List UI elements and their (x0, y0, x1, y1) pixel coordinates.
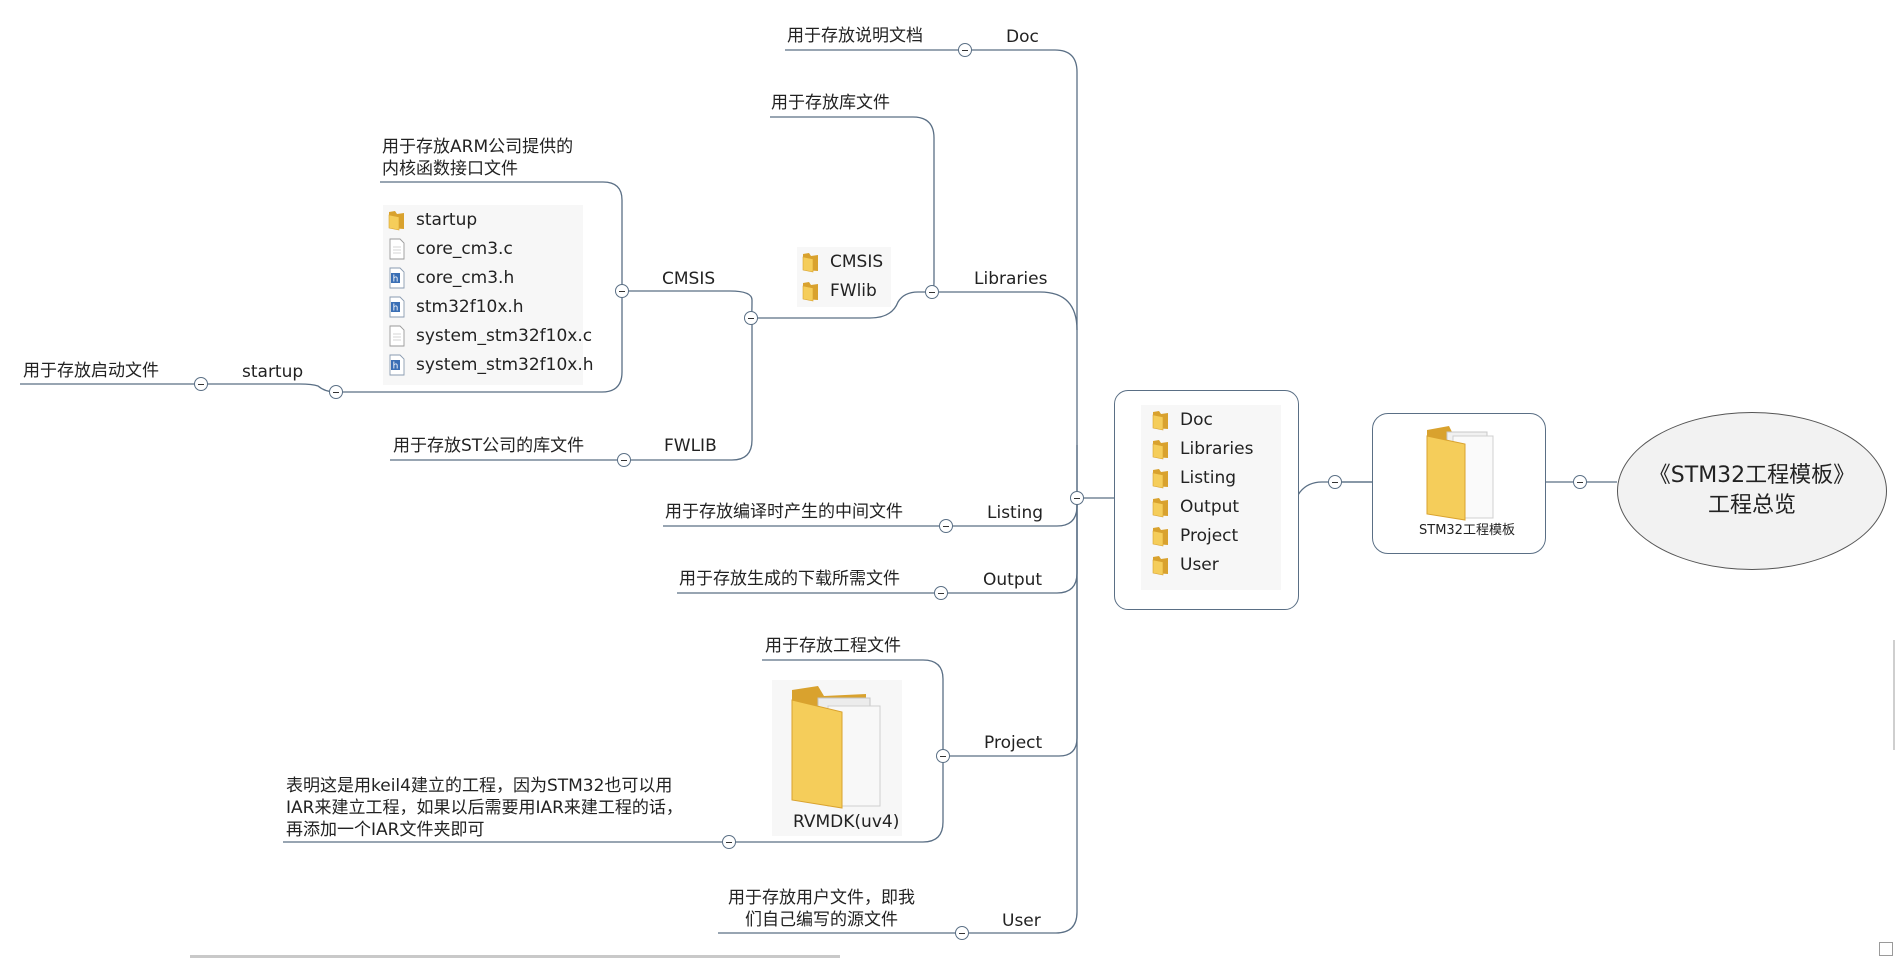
cmsis-file-item[interactable]: h system_stm32f10x.h (387, 350, 594, 379)
top-folder-item-label: Project (1180, 525, 1239, 546)
branch-label-cmsis: CMSIS (662, 269, 716, 289)
horizontal-scrollbar[interactable] (190, 955, 840, 958)
collapse-button-output[interactable] (934, 586, 948, 600)
cmsis-file-item[interactable]: h stm32f10x.h (387, 292, 583, 321)
collapse-button-root[interactable] (1573, 475, 1587, 489)
top-folder-item-label: Listing (1180, 467, 1237, 488)
folder-icon (784, 682, 894, 810)
branch-desc-listing: 用于存放编译时产生的中间文件 (665, 502, 903, 522)
branch-label-startup: startup (242, 362, 304, 382)
branch-label-output: Output (983, 570, 1043, 590)
branch-desc-doc: 用于存放说明文档 (787, 26, 923, 46)
cmsis-file-item-label: core_cm3.c (416, 238, 513, 259)
cmsis-file-item-label: system_stm32f10x.c (416, 325, 593, 346)
svg-text:h: h (393, 274, 399, 284)
h-file-icon: h (387, 267, 407, 289)
top-folder-item[interactable]: Doc (1151, 405, 1281, 434)
libraries-folder-item[interactable]: CMSIS (801, 247, 891, 276)
c-file-icon (387, 238, 407, 260)
collapse-button-doc[interactable] (958, 43, 972, 57)
collapse-button-user[interactable] (955, 926, 969, 940)
vertical-scrollbar[interactable] (1893, 640, 1895, 750)
branch-label-user: User (1002, 911, 1041, 931)
folder-icon (387, 209, 407, 231)
branch-label-project: Project (984, 733, 1043, 753)
cmsis-file-item[interactable]: system_stm32f10x.c (387, 321, 592, 350)
folder-icon (1151, 438, 1171, 460)
top-folder-item[interactable]: Output (1151, 492, 1281, 521)
rvmdk-label: RVMDK(uv4) (793, 812, 900, 832)
folder-icon (1151, 496, 1171, 518)
cmsis-file-item[interactable]: h core_cm3.h (387, 263, 583, 292)
collapse-button-cmsis[interactable] (615, 284, 629, 298)
branch-desc-fwlib: 用于存放ST公司的库文件 (393, 436, 585, 456)
collapse-button-template[interactable] (1328, 475, 1342, 489)
cmsis-file-item-label: core_cm3.h (416, 267, 515, 288)
libraries-folder-item[interactable]: FWlib (801, 276, 891, 305)
cmsis-file-item-label: startup (416, 209, 478, 230)
h-file-icon: h (387, 354, 407, 376)
branch-desc-libraries: 用于存放库文件 (771, 93, 890, 113)
libraries-folder-list: CMSIS FWlib (797, 247, 891, 307)
folder-icon (1151, 467, 1171, 489)
template-folder-node[interactable]: STM32工程模板 (1372, 413, 1546, 554)
top-folder-item-label: User (1180, 554, 1219, 575)
cmsis-file-item[interactable]: startup (387, 205, 583, 234)
root-node[interactable]: 《STM32工程模板》 工程总览 (1617, 412, 1887, 570)
folder-icon (801, 251, 821, 273)
top-folder-item[interactable]: User (1151, 550, 1281, 579)
h-file-icon: h (387, 296, 407, 318)
libraries-folder-item-label: CMSIS (830, 251, 884, 272)
collapse-button-libs-folder[interactable] (744, 311, 758, 325)
branch-label-libraries: Libraries (974, 269, 1048, 289)
svg-text:h: h (393, 303, 399, 313)
cmsis-file-item[interactable]: core_cm3.c (387, 234, 583, 263)
top-folder-item[interactable]: Project (1151, 521, 1281, 550)
collapse-button-fwlib[interactable] (617, 453, 631, 467)
top-folder-item[interactable]: Libraries (1151, 434, 1281, 463)
rvmdk-folder-node[interactable]: RVMDK(uv4) (772, 680, 902, 836)
cmsis-file-item-label: system_stm32f10x.h (416, 354, 594, 375)
svg-text:h: h (393, 361, 399, 371)
top-folder-item[interactable]: Listing (1151, 463, 1281, 492)
folder-icon (1151, 554, 1171, 576)
collapse-button-startup-desc[interactable] (194, 377, 208, 391)
libraries-folder-item-label: FWlib (830, 280, 877, 301)
branch-label-listing: Listing (987, 503, 1044, 523)
folder-icon (1151, 409, 1171, 431)
branch-desc-cmsis: 用于存放ARM公司提供的 内核函数接口文件 (382, 137, 574, 179)
collapse-button-rvmdk[interactable] (722, 835, 736, 849)
branch-label-fwlib: FWLIB (664, 436, 717, 456)
folder-icon (801, 280, 821, 302)
branch-desc-startup: 用于存放启动文件 (23, 361, 159, 381)
resize-corner[interactable] (1879, 942, 1893, 956)
cmsis-file-item-label: stm32f10x.h (416, 296, 524, 317)
collapse-button-startup[interactable] (329, 385, 343, 399)
folder-icon (1421, 422, 1501, 522)
branch-desc-user: 用于存放用户文件，即我 们自己编写的源文件 (728, 888, 915, 930)
c-file-icon (387, 325, 407, 347)
branch-desc-project: 用于存放工程文件 (765, 636, 901, 656)
top-folder-item-label: Output (1180, 496, 1240, 517)
template-folder-label: STM32工程模板 (1419, 523, 1515, 538)
branch-desc-output: 用于存放生成的下载所需文件 (679, 569, 900, 589)
top-folder-item-label: Libraries (1180, 438, 1254, 459)
branch-label-doc: Doc (1006, 27, 1039, 47)
collapse-button-hub[interactable] (1070, 491, 1084, 505)
rvmdk-desc: 表明这是用keil4建立的工程，因为STM32也可以用 IAR来建立工程，如果以… (286, 776, 683, 840)
top-folder-item-label: Doc (1180, 409, 1213, 430)
collapse-button-project[interactable] (936, 749, 950, 763)
collapse-button-libraries[interactable] (925, 285, 939, 299)
folder-icon (1151, 525, 1171, 547)
collapse-button-listing[interactable] (939, 519, 953, 533)
